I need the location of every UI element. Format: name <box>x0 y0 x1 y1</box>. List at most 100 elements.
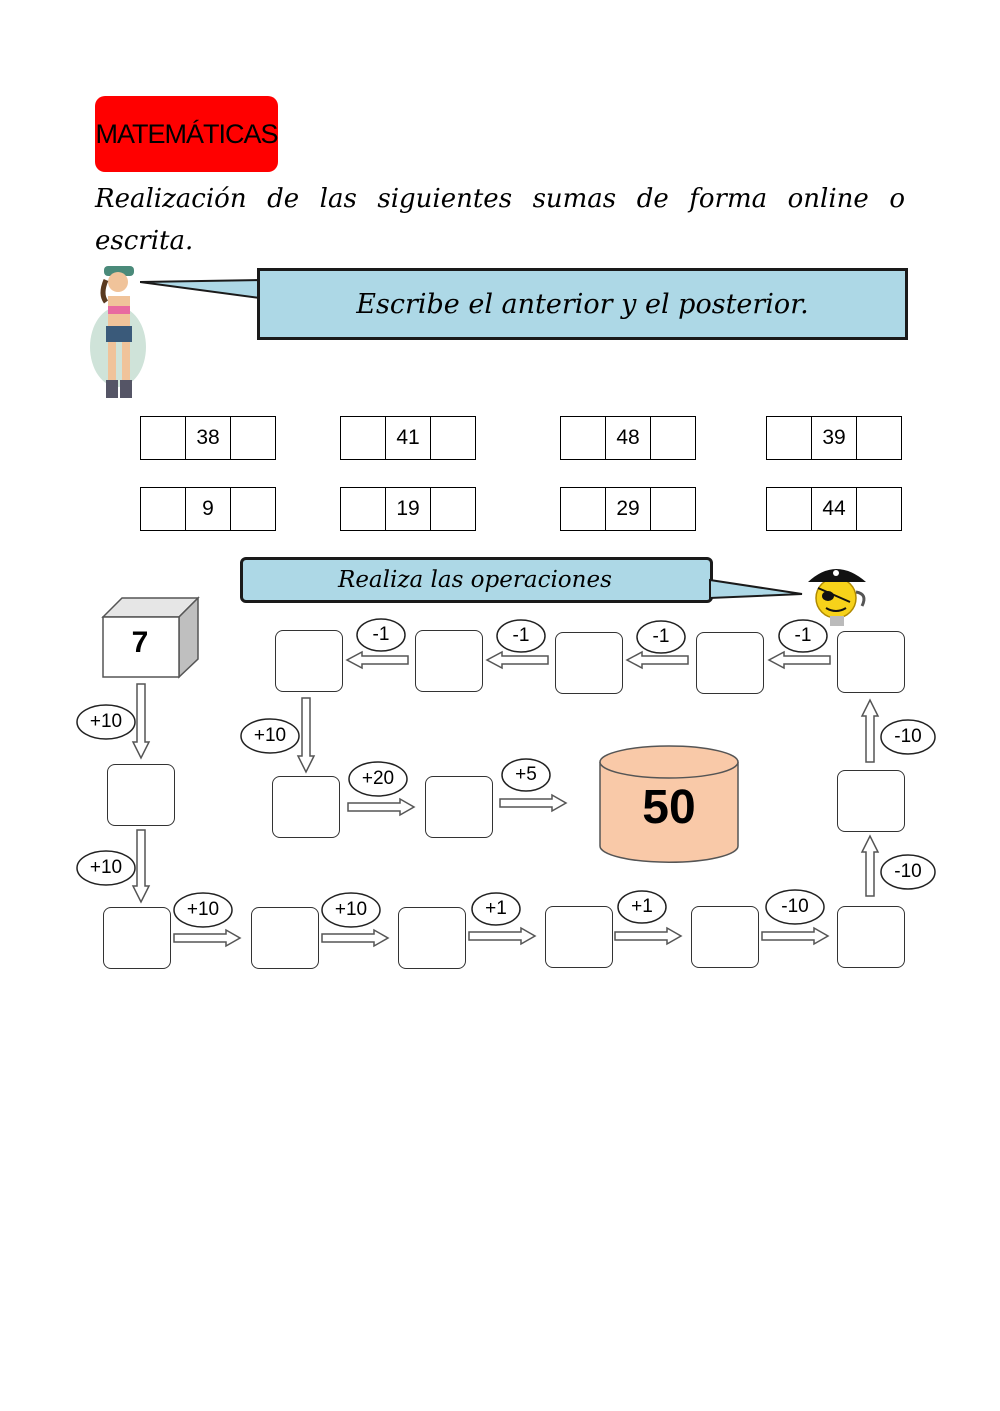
answer-box[interactable] <box>837 770 905 832</box>
answer-box[interactable] <box>545 906 613 968</box>
previous-answer-box[interactable] <box>561 488 606 530</box>
number-triplet: 9 <box>140 487 276 531</box>
arrow-right-icon <box>499 793 568 813</box>
given-number: 9 <box>186 488 231 530</box>
arrow-right-icon <box>761 926 830 946</box>
pirate-smiley-icon <box>808 569 866 626</box>
arrow-right-icon <box>468 926 537 946</box>
op-label: -1 <box>794 625 812 646</box>
answer-box[interactable] <box>251 907 319 969</box>
op-bubble <box>76 704 136 740</box>
given-number: 38 <box>186 417 231 459</box>
op-bubble <box>501 758 551 792</box>
given-number: 19 <box>386 488 431 530</box>
section2-banner: Realiza las operaciones <box>240 557 713 603</box>
answer-box[interactable] <box>415 630 483 692</box>
op-label: +1 <box>631 896 653 917</box>
start-number: 7 <box>131 626 149 659</box>
op-label: -10 <box>781 896 809 917</box>
op-label: +10 <box>253 725 287 746</box>
previous-answer-box[interactable] <box>767 417 812 459</box>
given-number: 29 <box>606 488 651 530</box>
op-bubble <box>356 618 406 652</box>
arrow-up-icon <box>860 834 880 897</box>
given-number: 39 <box>812 417 857 459</box>
op-label: -10 <box>894 861 922 882</box>
op-label: -1 <box>652 626 670 647</box>
answer-box[interactable] <box>425 776 493 838</box>
answer-box[interactable] <box>398 907 466 969</box>
op-bubble <box>496 619 546 653</box>
op-bubble <box>76 850 136 886</box>
arrow-right-icon <box>173 928 242 948</box>
arrow-right-icon <box>347 797 416 817</box>
op-bubble <box>880 719 936 755</box>
op-label: +5 <box>515 764 537 785</box>
op-bubble <box>617 890 667 924</box>
number-triplet: 39 <box>766 416 902 460</box>
op-label: +10 <box>89 857 123 878</box>
arrow-up-icon <box>860 698 880 763</box>
section2-title: Realiza las operaciones <box>338 567 612 593</box>
arrow-left-icon <box>345 650 409 670</box>
answer-box[interactable] <box>691 906 759 968</box>
previous-answer-box[interactable] <box>341 417 386 459</box>
op-label: -1 <box>372 624 390 645</box>
op-bubble <box>321 892 381 928</box>
op-bubble <box>778 619 828 653</box>
previous-answer-box[interactable] <box>561 417 606 459</box>
arrow-down-icon <box>296 697 316 774</box>
number-triplet: 29 <box>560 487 696 531</box>
answer-box[interactable] <box>272 776 340 838</box>
goal-cylinder <box>599 745 739 863</box>
arrow-down-icon <box>131 683 151 760</box>
arrow-left-icon <box>485 650 549 670</box>
answer-box[interactable] <box>837 906 905 968</box>
op-bubble <box>348 761 408 797</box>
op-bubble <box>636 620 686 654</box>
previous-answer-box[interactable] <box>767 488 812 530</box>
start-cube <box>101 596 200 679</box>
arrow-right-icon <box>614 926 683 946</box>
op-label: +10 <box>89 711 123 732</box>
arrow-right-icon <box>321 928 390 948</box>
op-label: +10 <box>334 899 368 920</box>
number-triplet: 38 <box>140 416 276 460</box>
section1-banner: Escribe el anterior y el posterior. <box>257 268 908 340</box>
op-bubble <box>471 892 521 926</box>
number-triplet: 48 <box>560 416 696 460</box>
subject-label: MATEMÁTICAS <box>95 118 278 149</box>
flow-arrows <box>76 618 936 948</box>
op-bubble <box>173 892 233 928</box>
subject-badge: MATEMÁTICAS <box>95 96 279 172</box>
previous-answer-box[interactable] <box>341 488 386 530</box>
goal-number: 50 <box>642 781 696 834</box>
pirate-girl-icon <box>90 266 146 398</box>
op-label: -1 <box>512 625 530 646</box>
arrow-left-icon <box>625 650 689 670</box>
number-triplet: 19 <box>340 487 476 531</box>
op-bubble <box>880 854 936 890</box>
number-triplet: 44 <box>766 487 902 531</box>
previous-answer-box[interactable] <box>141 417 186 459</box>
op-bubble <box>765 889 825 925</box>
arrow-down-icon <box>131 829 151 904</box>
section1-title: Escribe el anterior y el posterior. <box>356 288 809 320</box>
given-number: 44 <box>812 488 857 530</box>
answer-box[interactable] <box>107 764 175 826</box>
given-number: 48 <box>606 417 651 459</box>
instruction-text: Realización de las siguientes sumas de f… <box>95 184 905 256</box>
previous-answer-box[interactable] <box>141 488 186 530</box>
answer-box[interactable] <box>275 630 343 692</box>
arrow-left-icon <box>767 650 831 670</box>
op-label: -10 <box>894 726 922 747</box>
given-number: 41 <box>386 417 431 459</box>
answer-box[interactable] <box>555 632 623 694</box>
number-triplet: 41 <box>340 416 476 460</box>
answer-box[interactable] <box>837 631 905 693</box>
op-label: +10 <box>186 899 220 920</box>
answer-box[interactable] <box>696 632 764 694</box>
speech-pointer-2 <box>709 578 803 600</box>
op-label: +20 <box>361 768 395 789</box>
answer-box[interactable] <box>103 907 171 969</box>
